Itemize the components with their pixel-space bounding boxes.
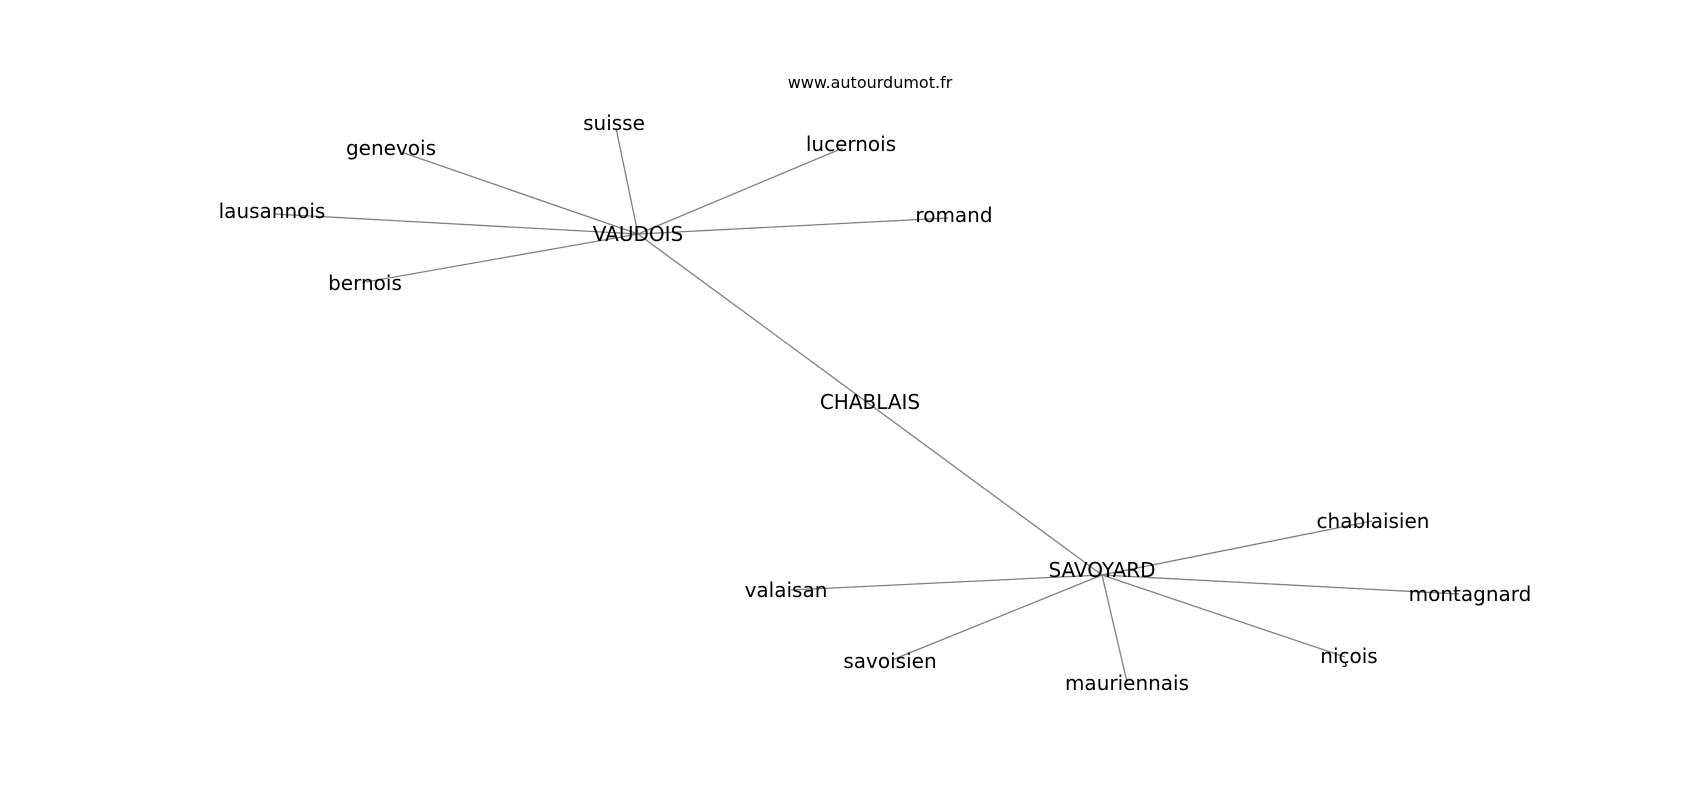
node-savoisien[interactable]: savoisien bbox=[843, 649, 936, 673]
edge-savoyard-montagnard bbox=[1101, 574, 1460, 595]
node-vaudois[interactable]: VAUDOIS bbox=[593, 222, 683, 246]
edge-savoyard-chablaisien bbox=[1101, 520, 1373, 576]
edge-vaudois-bernois bbox=[365, 233, 639, 283]
edge-vaudois-genevois bbox=[403, 152, 639, 235]
node-mauriennais[interactable]: mauriennais bbox=[1065, 671, 1189, 695]
edge-vaudois-suisse bbox=[615, 127, 639, 235]
node-chablais[interactable]: CHABLAIS bbox=[820, 390, 920, 414]
node-montagnard[interactable]: montagnard bbox=[1409, 582, 1532, 606]
edge-savoyard-nicois bbox=[1101, 574, 1346, 658]
edge-savoyard-mauriennais bbox=[1101, 574, 1128, 683]
edge-vaudois-lausannois bbox=[273, 213, 639, 235]
edge-savoyard-valaisan bbox=[790, 574, 1103, 591]
node-chablaisien[interactable]: chablaisien bbox=[1317, 509, 1430, 533]
graph-edges bbox=[273, 127, 1460, 683]
node-lucernois[interactable]: lucernois bbox=[806, 132, 896, 156]
node-valaisan[interactable]: valaisan bbox=[745, 578, 828, 602]
edge-savoyard-savoisien bbox=[891, 574, 1103, 661]
node-romand[interactable]: romand bbox=[915, 203, 992, 227]
node-savoyard[interactable]: SAVOYARD bbox=[1048, 558, 1155, 582]
watermark: www.autourdumot.fr bbox=[788, 73, 953, 92]
edge-vaudois-lucernois bbox=[637, 147, 844, 235]
node-genevois[interactable]: genevois bbox=[346, 136, 436, 160]
node-nicois[interactable]: niçois bbox=[1320, 644, 1377, 668]
node-lausannois[interactable]: lausannois bbox=[219, 199, 326, 223]
node-suisse[interactable]: suisse bbox=[583, 111, 645, 135]
edge-vaudois-romand bbox=[637, 217, 949, 235]
node-bernois[interactable]: bernois bbox=[328, 271, 402, 295]
graph-nodes: VAUDOIS CHABLAIS SAVOYARD suisse genevois luc… bbox=[219, 111, 1532, 695]
edge-vaudois-savoyard bbox=[637, 233, 1103, 576]
